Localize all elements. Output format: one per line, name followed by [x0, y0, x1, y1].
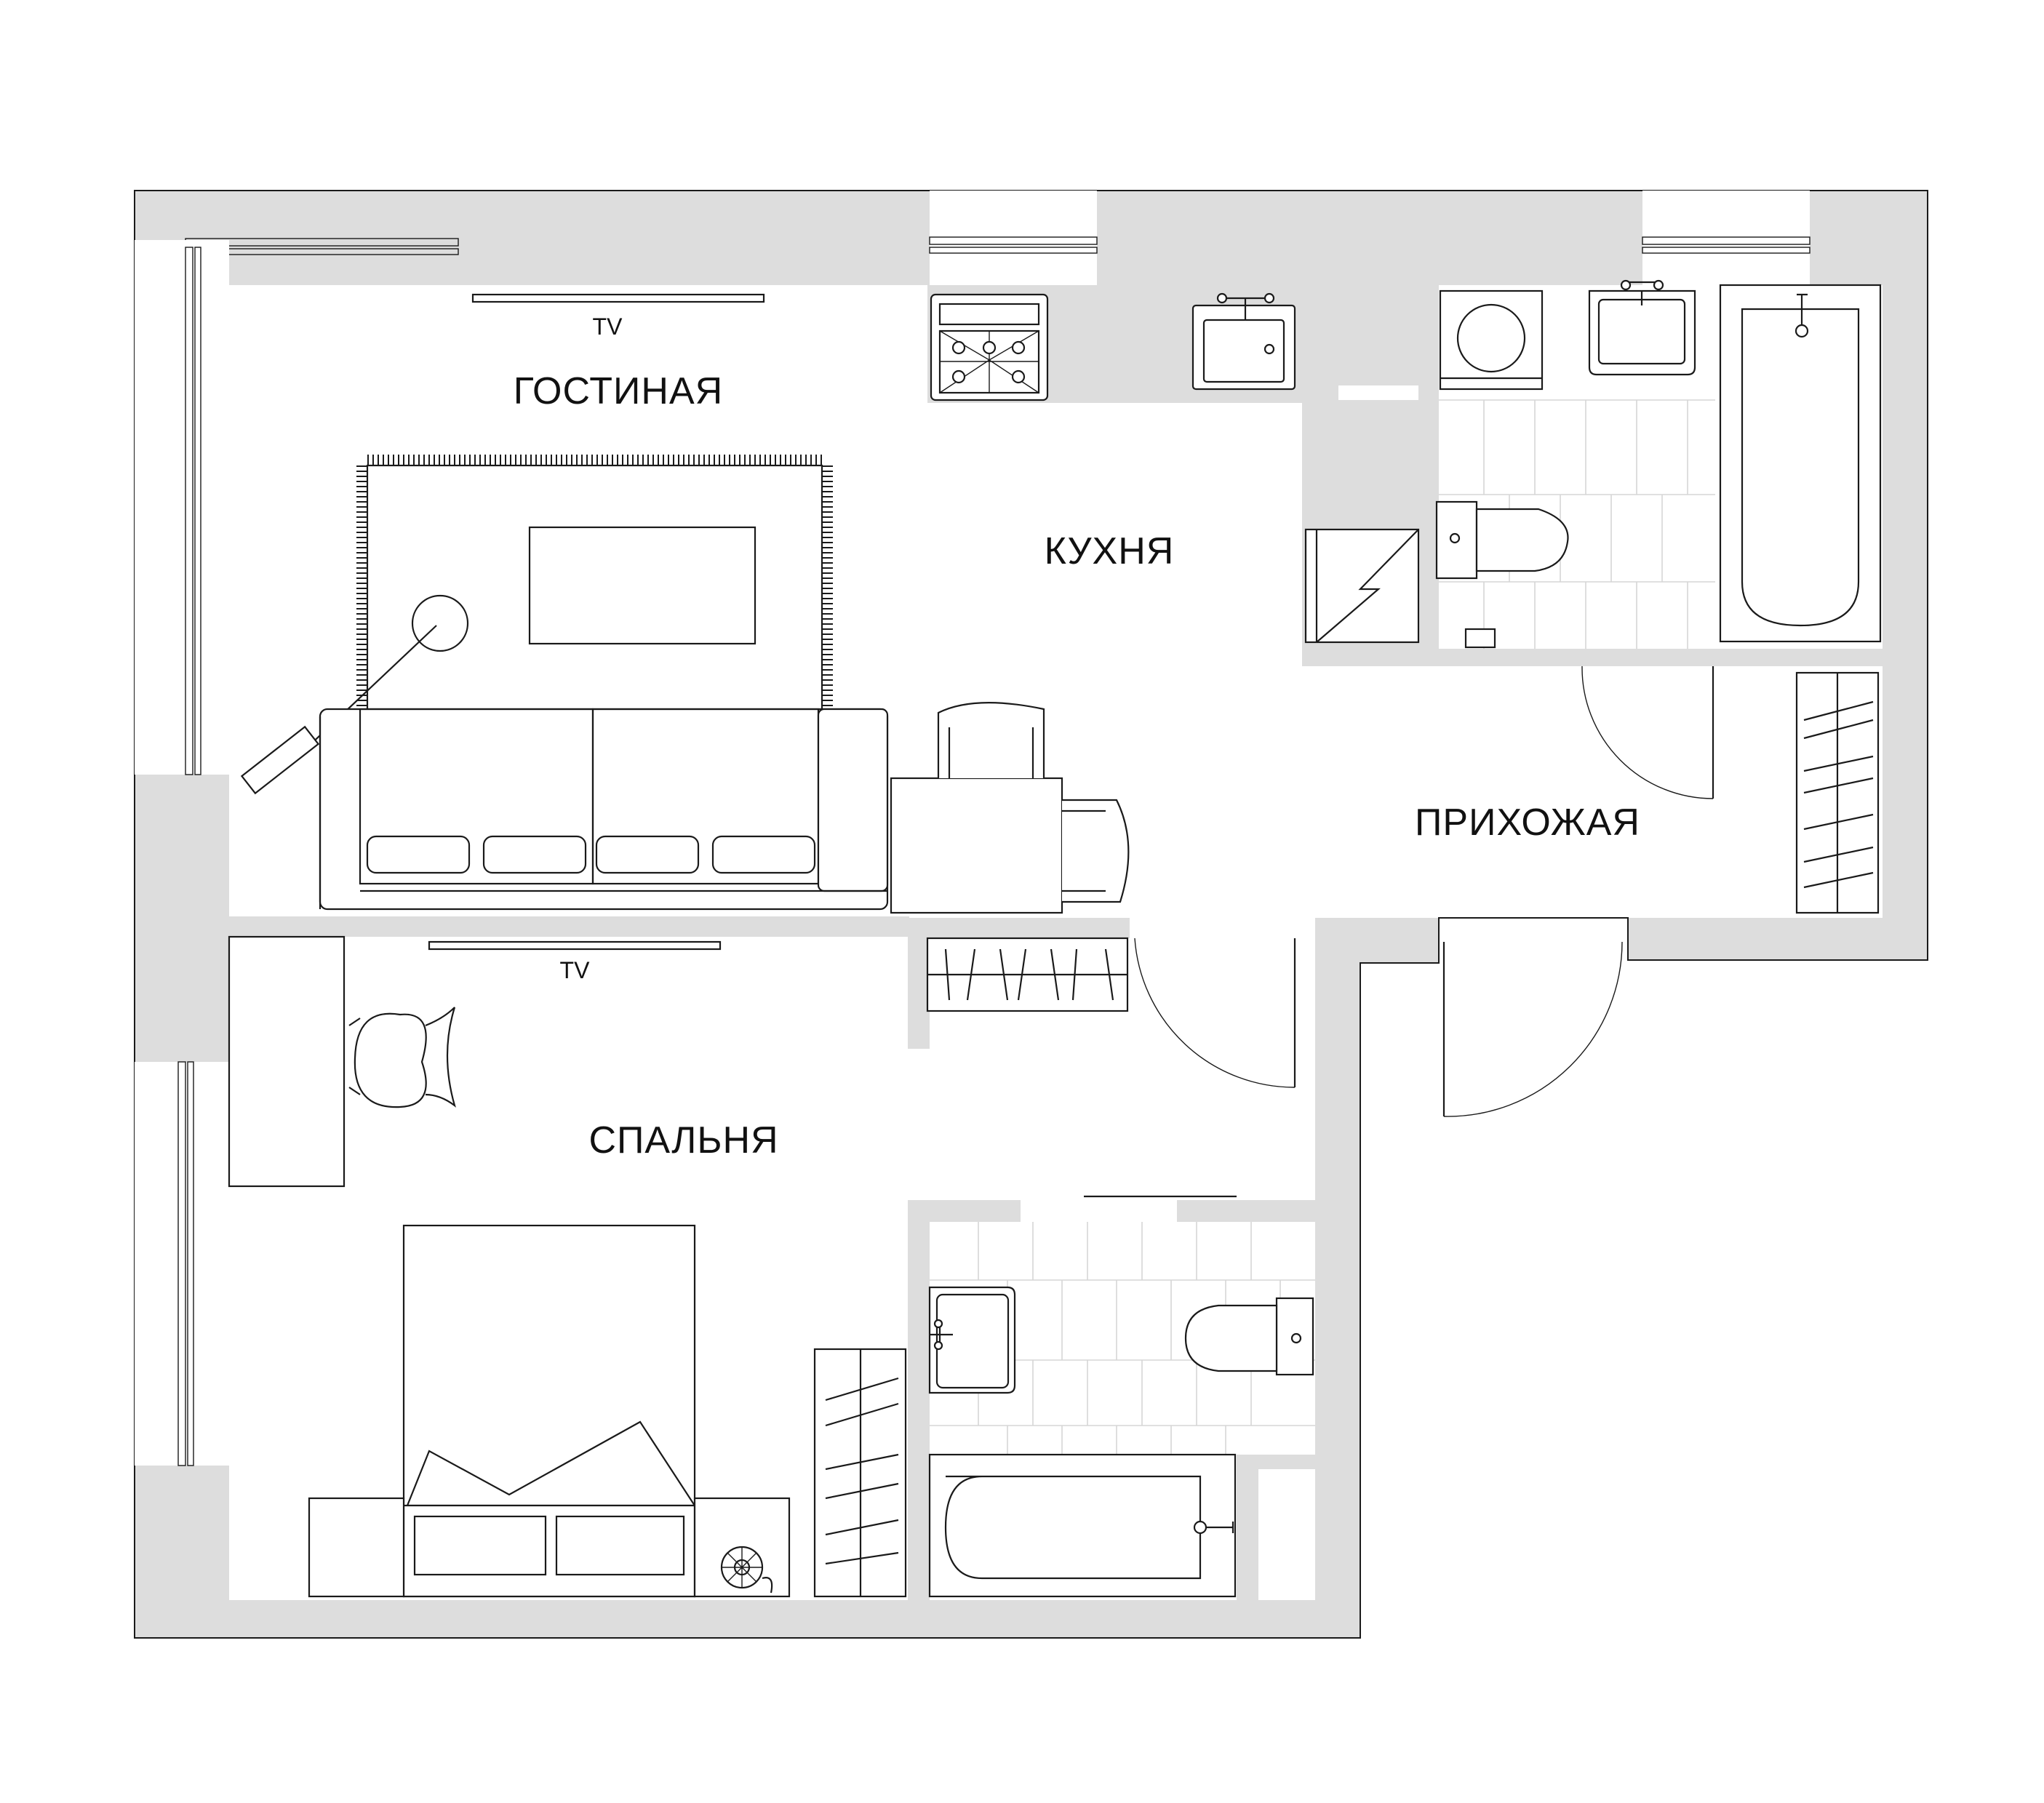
coffee-table: [528, 526, 756, 645]
washing-machine-icon: [1439, 289, 1544, 391]
sink-icon: [928, 1286, 1016, 1394]
bathtub-icon: [928, 1453, 1237, 1598]
toilet-icon: [1435, 500, 1569, 649]
tv-bedroom: TV: [428, 940, 722, 983]
door-icon: [1442, 941, 1623, 1117]
floor-lamp-icon: [240, 594, 469, 795]
room-label-kitchen: КУХНЯ: [1045, 530, 1175, 572]
stove-icon: [930, 293, 1049, 401]
sofa-icon: [319, 708, 889, 911]
door-icon: [1134, 938, 1296, 1088]
room-label-bedroom: СПАЛЬНЯ: [588, 1119, 778, 1162]
tv-label-living: TV: [593, 313, 623, 340]
fridge: [1304, 528, 1420, 644]
chair-icon: [348, 1007, 456, 1108]
desk: [228, 935, 346, 1188]
bathtub-icon: [1719, 284, 1882, 643]
sink-icon: [1191, 292, 1296, 391]
chair-icon: [1062, 799, 1130, 903]
bed-icon: [308, 1224, 791, 1598]
windows: [135, 191, 1811, 1466]
wardrobe-icon: [1795, 671, 1880, 914]
tv-label-bedroom: TV: [560, 957, 591, 983]
room-label-living: ГОСТИНАЯ: [514, 370, 723, 412]
chair-icon: [937, 702, 1045, 778]
tv-top: TV: [471, 293, 765, 340]
fan-icon: [720, 1546, 773, 1594]
wardrobe-icon: [813, 1348, 907, 1598]
wardrobe-icon: [926, 937, 1129, 1012]
toilet-icon: [1184, 1297, 1314, 1376]
room-label-hall: ПРИХОЖАЯ: [1415, 801, 1640, 844]
door-icon: [1581, 665, 1714, 799]
sink-icon: [1588, 279, 1696, 376]
dining-set: [890, 702, 1130, 914]
